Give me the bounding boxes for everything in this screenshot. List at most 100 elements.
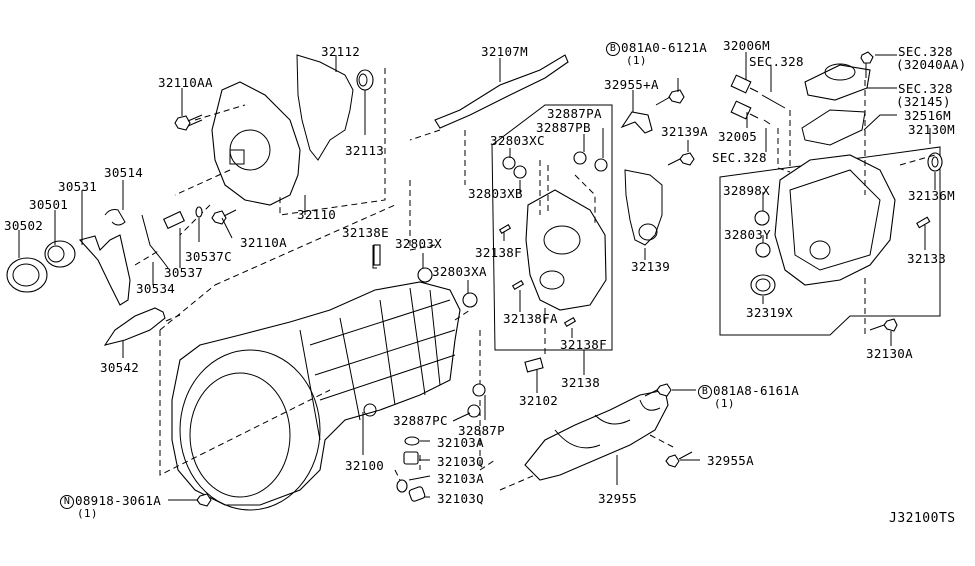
spring-30514[interactable] (104, 209, 126, 226)
label-32107M[interactable]: 32107M (481, 44, 528, 59)
release-bearing-30501[interactable] (44, 240, 76, 268)
bolt-081A0-6121A[interactable] (655, 89, 685, 106)
bolt-32139A[interactable] (667, 152, 695, 166)
extension-housing-32130M[interactable] (774, 154, 896, 286)
washer-30537C[interactable] (195, 206, 203, 218)
label-32898X[interactable]: 32898X (723, 183, 770, 198)
pin-32138F-lower[interactable] (563, 317, 577, 327)
bushing-32803X[interactable] (417, 267, 433, 283)
label-32887PA[interactable]: 32887PA (547, 106, 602, 121)
label-32103Q-lower[interactable]: 32103Q (437, 491, 484, 506)
bushing-32803XA[interactable] (462, 292, 478, 308)
label-30537C[interactable]: 30537C (185, 249, 232, 264)
pin-32138F-upper[interactable] (498, 224, 512, 234)
label-32136M[interactable]: 32136M (908, 188, 955, 203)
gasket-32516M[interactable] (801, 109, 866, 146)
pin-32138E[interactable] (373, 244, 381, 266)
label-30501[interactable]: 30501 (29, 197, 69, 212)
adapter-plate-32138[interactable] (525, 189, 607, 311)
bushing-32803XC[interactable] (502, 156, 516, 170)
label-32803X[interactable]: 32803X (395, 236, 442, 251)
label-32138E[interactable]: 32138E (342, 225, 389, 240)
label-32139A[interactable]: 32139A (661, 124, 708, 139)
oil-seal-32136M[interactable] (927, 152, 943, 172)
label-32110AA[interactable]: 32110AA (158, 75, 213, 90)
bushing-32803Y[interactable] (755, 242, 771, 258)
washer-32103A-upper[interactable] (404, 436, 420, 446)
label-32006M[interactable]: 32006M (723, 38, 770, 53)
label-sec328-32040AA[interactable]: SEC.328 (898, 44, 953, 59)
transmission-case-32100[interactable] (171, 281, 461, 511)
bracket-32955-plus-A[interactable] (620, 111, 653, 134)
label-sec328-lower[interactable]: SEC.328 (712, 150, 767, 165)
spring-wire-30534[interactable] (141, 214, 169, 269)
label-32130A[interactable]: 32130A (866, 346, 913, 361)
label-32103A-upper[interactable]: 32103A (437, 435, 484, 450)
bushing-32898X[interactable] (754, 210, 770, 226)
label-32133[interactable]: 32133 (907, 251, 947, 266)
label-30537[interactable]: 30537 (164, 265, 204, 280)
pivot-30537[interactable] (162, 210, 186, 230)
label-32103Q-upper[interactable]: 32103Q (437, 454, 484, 469)
label-32130M[interactable]: 32130M (908, 122, 955, 137)
label-32110[interactable]: 32110 (297, 207, 337, 222)
label-32113[interactable]: 32113 (345, 143, 385, 158)
label-32319X[interactable]: 32319X (746, 305, 793, 320)
label-32887PC[interactable]: 32887PC (393, 413, 448, 428)
label-32955A[interactable]: 32955A (707, 453, 754, 468)
plug-32103Q-lower[interactable] (408, 486, 426, 502)
gasket-32112[interactable] (296, 54, 354, 161)
label-32138F-lower[interactable]: 32138F (560, 337, 607, 352)
label-32803XC[interactable]: 32803XC (490, 133, 545, 148)
label-32803Y[interactable]: 32803Y (724, 227, 771, 242)
bushing-32803XB[interactable] (513, 165, 527, 179)
pin-32133[interactable] (916, 216, 931, 229)
label-32139[interactable]: 32139 (631, 259, 671, 274)
washer-32103A-lower[interactable] (396, 479, 408, 493)
label-sec328-upper[interactable]: SEC.328 (749, 54, 804, 69)
switch-32005[interactable] (730, 100, 759, 120)
bolt-32110A[interactable] (211, 209, 237, 225)
bolt-sec328-32040AA[interactable] (860, 51, 874, 78)
pin-32138FA[interactable] (511, 280, 525, 290)
pin-sec328-lower[interactable] (763, 119, 771, 125)
bushing-32887PC[interactable] (467, 404, 481, 418)
label-30531[interactable]: 30531 (58, 179, 98, 194)
bolt-081A8-6161A[interactable] (644, 383, 672, 397)
bushing-32887PA[interactable] (594, 158, 608, 172)
bushing-32887P[interactable] (472, 383, 486, 397)
label-32516M[interactable]: 32516M (904, 108, 951, 123)
label-32955-plus-A[interactable]: 32955+A (604, 77, 659, 92)
label-32138F-upper[interactable]: 32138F (475, 245, 522, 260)
label-32887PB[interactable]: 32887PB (536, 120, 591, 135)
bolt-32110AA[interactable] (174, 114, 203, 131)
label-32112[interactable]: 32112 (321, 44, 361, 59)
plug-32103Q-upper[interactable] (403, 451, 419, 465)
label-30502[interactable]: 30502 (4, 218, 44, 233)
label-32955[interactable]: 32955 (598, 491, 638, 506)
label-32110A[interactable]: 32110A (240, 235, 287, 250)
bolt-32955A[interactable] (665, 451, 693, 468)
label-30514[interactable]: 30514 (104, 165, 144, 180)
label-32803XB[interactable]: 32803XB (468, 186, 523, 201)
bolt-32130A[interactable] (869, 318, 898, 332)
label-32103A-lower[interactable]: 32103A (437, 471, 484, 486)
label-30534[interactable]: 30534 (136, 281, 176, 296)
label-32803XA[interactable]: 32803XA (432, 264, 487, 279)
oil-seal-32113[interactable] (356, 69, 374, 91)
label-32138FA[interactable]: 32138FA (503, 311, 558, 326)
label-sec328-32145[interactable]: SEC.328 (898, 81, 953, 96)
label-30542[interactable]: 30542 (100, 360, 140, 375)
label-32887P[interactable]: 32887P (458, 423, 505, 438)
withdrawal-lever-30531[interactable] (78, 234, 131, 306)
bushing-32887PB[interactable] (573, 151, 587, 165)
plug-32102[interactable] (524, 357, 544, 373)
bearing-32319X[interactable] (750, 274, 776, 296)
label-32138[interactable]: 32138 (561, 375, 601, 390)
label-32005[interactable]: 32005 (718, 129, 758, 144)
label-32102[interactable]: 32102 (519, 393, 559, 408)
rod-sec328-upper[interactable] (761, 94, 786, 109)
